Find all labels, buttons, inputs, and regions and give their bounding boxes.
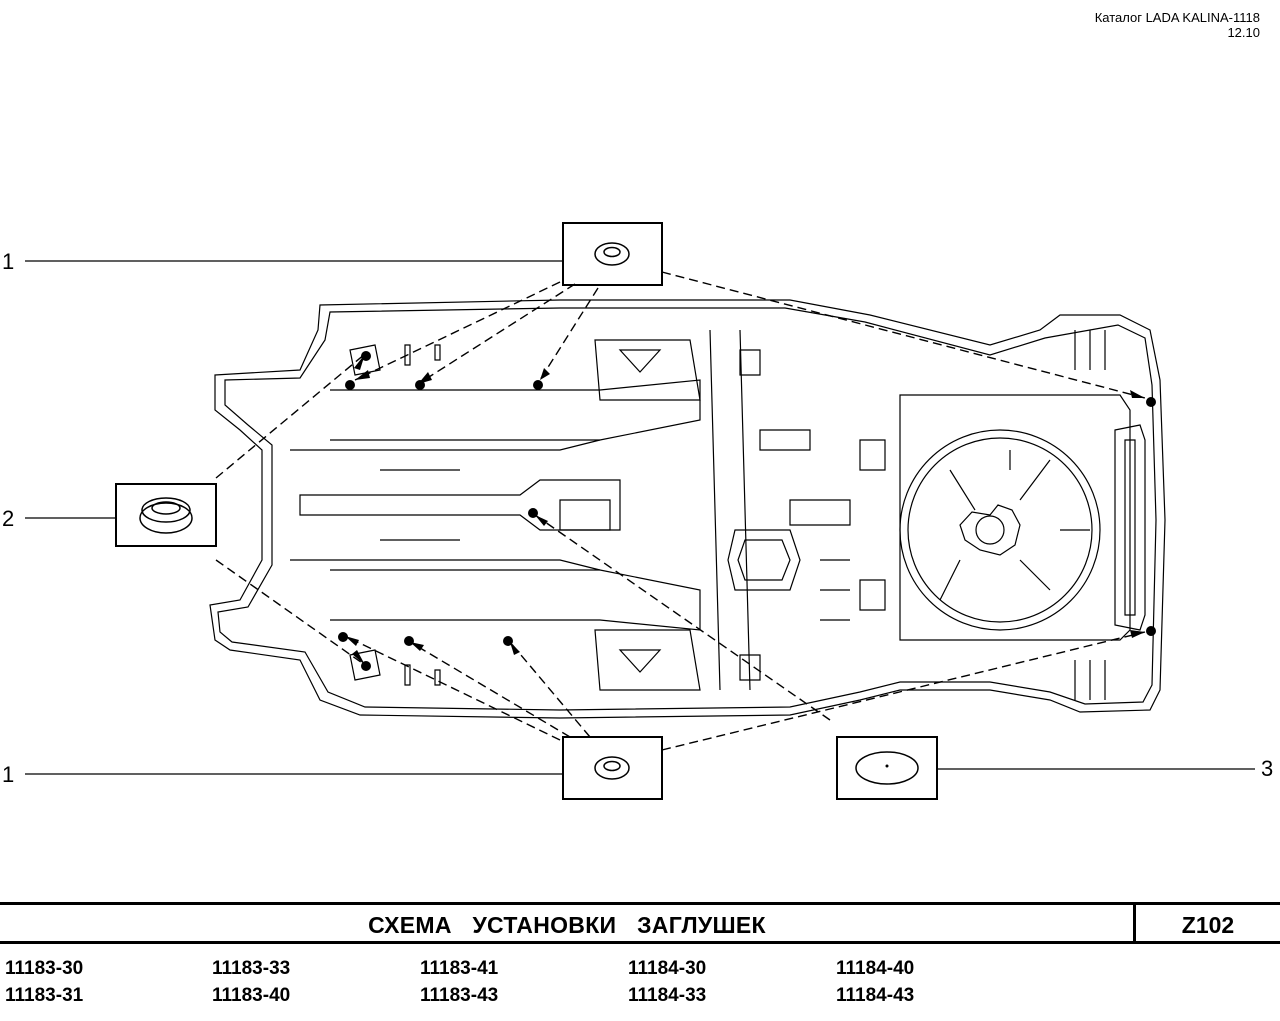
underbody-diagram: [25, 222, 1255, 800]
catalog-title: Каталог LADA KALINA-1118: [1094, 10, 1260, 25]
model-code: 11183-40: [212, 985, 291, 1006]
title-bar: СХЕМА УСТАНОВКИ ЗАГЛУШЕК Z102: [0, 902, 1280, 944]
callout-box-plug-1-top: [562, 222, 663, 286]
model-code: 11184-33: [628, 985, 707, 1006]
model-code: 11183-41: [420, 958, 499, 979]
catalog-date: 12.10: [1227, 25, 1260, 40]
dashed-arrows: [215, 271, 1146, 751]
callout-number-3: 3: [1261, 756, 1274, 781]
model-code: 11184-43: [836, 985, 915, 1006]
callout-number-1-bottom: 1: [2, 762, 15, 787]
callout-box-plug-2: [115, 483, 217, 547]
title-divider: [1133, 905, 1136, 941]
catalog-header: Каталог LADA KALINA-1118 12.10: [1095, 10, 1260, 40]
callout-box-plug-3: [836, 736, 938, 800]
model-code: 11183-31: [5, 985, 84, 1006]
model-code: 11184-30: [628, 958, 707, 979]
callout-number-2: 2: [2, 506, 15, 531]
page-title: СХЕМА УСТАНОВКИ ЗАГЛУШЕК: [368, 912, 766, 938]
leader-lines: [25, 260, 1255, 775]
model-code: 11183-43: [420, 985, 499, 1006]
model-code: 11184-40: [836, 958, 915, 979]
callout-box-plug-1-bottom: [562, 736, 663, 800]
plug-locations: [338, 351, 1156, 671]
callout-number-1-top: 1: [2, 249, 15, 274]
model-code: 11183-30: [5, 958, 84, 979]
arrowheads: [345, 354, 1145, 665]
car-underbody-outline: [209, 299, 1166, 719]
model-code: 11183-33: [212, 958, 291, 979]
page-code: Z102: [1181, 912, 1235, 938]
